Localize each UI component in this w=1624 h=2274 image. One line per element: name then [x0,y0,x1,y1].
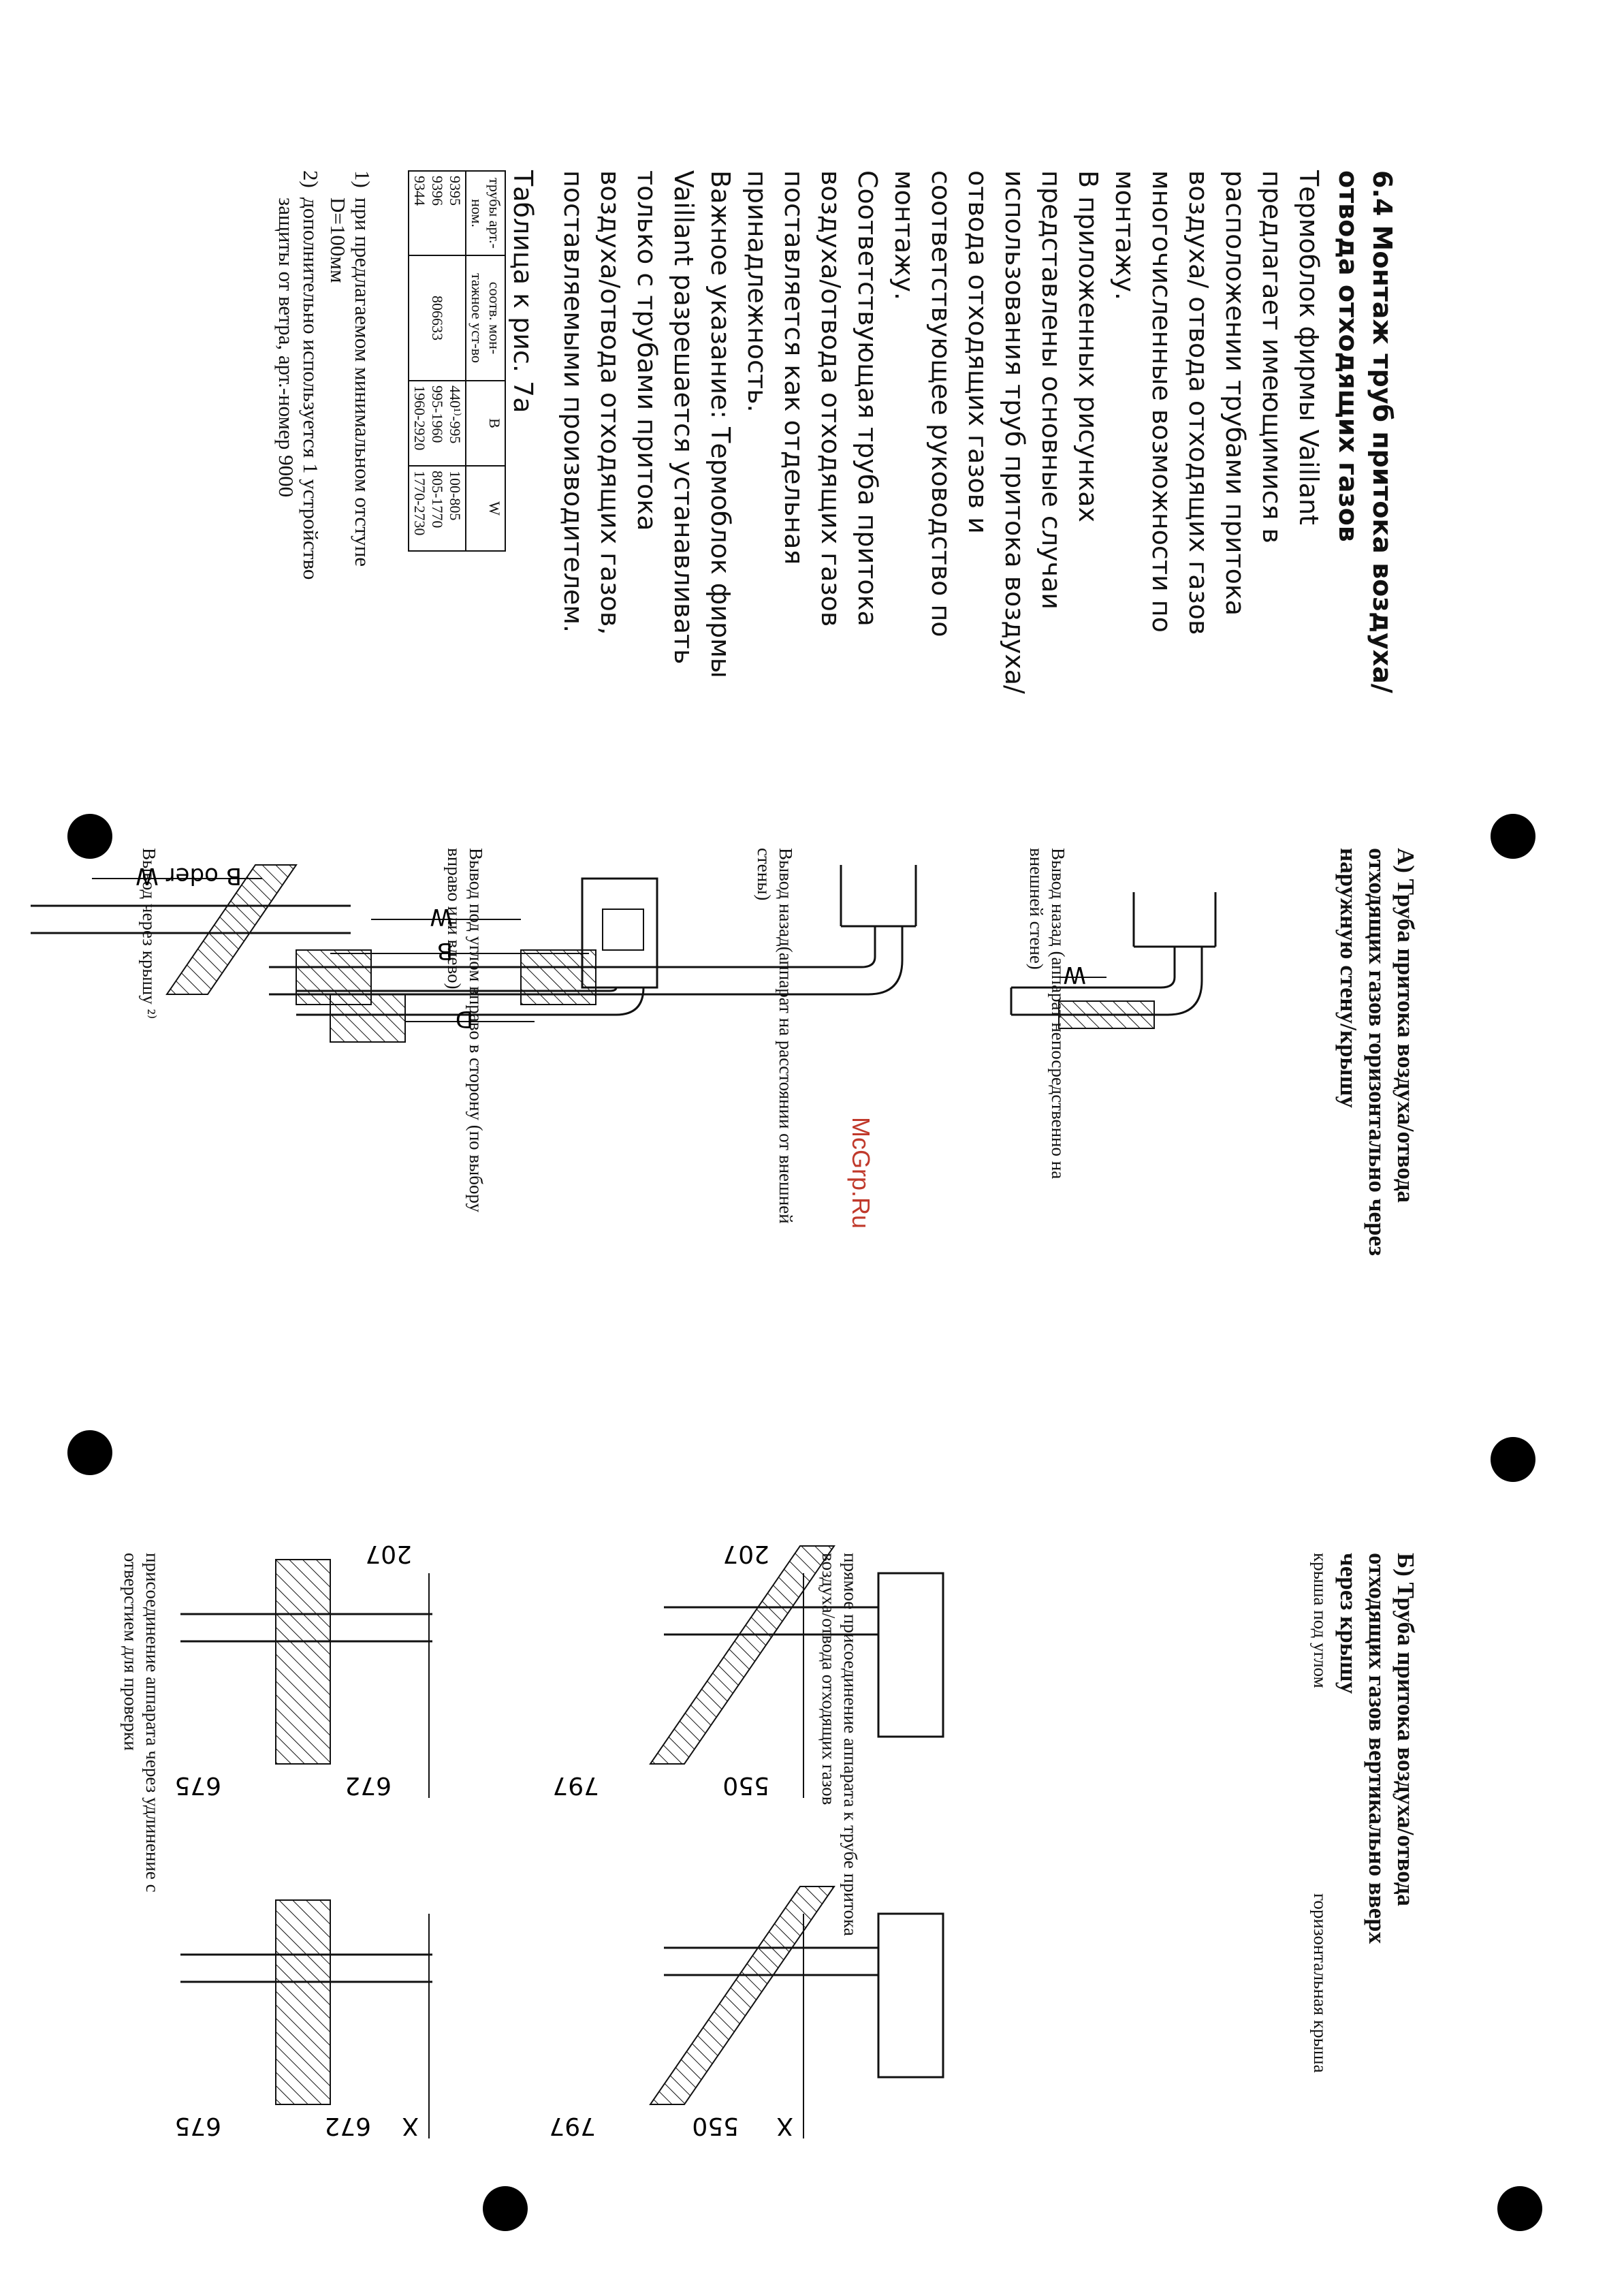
table-header: соотв. мон-тажное уст-во [466,255,505,381]
w-range: 1770-2730 [411,471,428,536]
body-line: отвода отходящих газов и [963,170,993,534]
body-line: расположении трубами притока [1220,170,1250,616]
body-line: воздуха/отвода отходящих газов, [595,170,625,635]
dim-207b: 207 [365,1540,412,1568]
footnote-line: D=100мм [326,198,350,283]
article-number: 9344 [411,176,428,206]
dim-207: 207 [722,1540,769,1568]
intro-body: Термоблок фирмы Vaillant предлагает имею… [555,170,1327,770]
table-title: Таблица к рис. 7a [508,170,538,413]
table-cell: 100-805 805-1770 1770-2730 [409,466,466,551]
body-line: принадлежность. [742,170,772,413]
body-line: только с трубами притока [632,170,662,531]
body-line: Термоблок фирмы Vaillant [1294,170,1324,525]
section-heading: 6.4 Монтаж труб притока воздуха/ отвода … [1331,170,1399,783]
body-line: воздуха/ отвода отходящих газов [1183,170,1213,635]
dim-797: 797 [552,1771,599,1799]
diagram-a2-rear-outlet-distance: W [269,865,917,1005]
dim-550: 550 [722,1771,769,1799]
b-range: 1960-2920 [411,385,428,451]
diagram-a3-side-outlet: D B [296,877,658,1043]
body-line: монтажу. [1110,170,1140,300]
body-line: Соответствующая труба притока [853,170,882,627]
body-line: В приложенных рисунках [1073,170,1103,522]
dim-672: 672 [345,1771,392,1799]
punch-hole [67,814,112,859]
dim-label-d: D [456,1005,473,1032]
table-header: W [466,466,505,551]
diagram-b-direct-flat: 207 672 675 [174,1540,432,1799]
diagram-b-direct-angled: 207 550 797 [552,1540,944,1799]
table-header: B [466,381,505,466]
body-line: многочисленные возможности по [1147,170,1177,633]
footnotes: 1) при предлагаемом минимальном отступе … [274,170,375,756]
punch-hole [483,2186,528,2231]
table-header-row: трубы арт.- ном. соотв. мон-тажное уст-в… [466,171,505,551]
footnote: 2) дополнительно используется 1 устройст… [274,170,323,756]
dim-797b: 797 [549,2112,596,2140]
dim-x2: X [402,2112,419,2140]
diagram-b-extension-angled: X 550 797 [549,1886,944,2140]
body-line: предлагает имеющимися в [1257,170,1287,543]
b-range: 995-1960 [429,385,446,443]
article-number: 9396 [429,176,446,206]
heading-line: отвода отходящих газов [1333,170,1363,542]
dim-label-w2: W [430,903,453,930]
punch-hole [1491,1437,1535,1482]
dim-label-w: W [1063,961,1086,988]
footnote-number: 2) [299,170,323,188]
dim-label-b: B [437,937,453,964]
article-number: 9395 [447,176,464,206]
footnote-line: при предлагаемом минимальном отступе [351,198,375,567]
table-header: трубы арт.- ном. [466,171,505,255]
w-range: 100-805 [447,471,464,521]
pipe-table: трубы арт.- ном. соотв. мон-тажное уст-в… [408,170,506,552]
punch-hole [67,1430,112,1475]
body-line: поставляется как отдельная [779,170,809,565]
dim-label-b-or-w: B oder W [136,862,242,889]
punch-hole [1497,2186,1542,2231]
body-line: монтажу. [889,170,919,300]
dim-675b: 675 [174,2112,221,2140]
table-cell: 806633 [409,255,466,381]
table-row: 9395 9396 9344 806633 440¹⁾-995 995-1960… [409,171,466,551]
footnote-number: 1) [351,170,375,188]
mounting-device-number: 806633 [429,296,446,341]
footnote-line: защиты от ветра, арт.-номер 9000 [274,198,298,498]
dim-675: 675 [174,1771,221,1799]
dim-x: X [776,2112,793,2140]
body-line: Vaillant разрешается устанавливать [669,170,699,665]
footnote: 1) при предлагаемом минимальном отступе … [325,170,375,756]
footnote-line: дополнительно используется 1 устройство [299,198,323,580]
body-line: использования труб притока воздуха/ [1000,170,1030,694]
body-line: представлены основные случаи [1036,170,1066,610]
watermark: McGrp.Ru [847,1117,875,1229]
heading-line: 6.4 Монтаж труб притока воздуха/ [1367,170,1397,693]
body-line: воздуха/отвода отходящих газов [816,170,846,627]
dim-672b: 672 [324,2112,371,2140]
section-b-diagrams: 207 550 797 207 672 675 X 550 797 [174,1540,944,2140]
punch-hole [1491,814,1535,859]
diagram-a4-roof-outlet: B oder W [31,862,351,995]
section-a-diagrams: W W D B [31,862,1217,1043]
body-line: поставляемыми производителем. [558,170,588,633]
body-line: Важное указание: Термоблок фирмы [705,170,735,678]
diagram-a1-rear-outlet-wall: W [1010,892,1217,1029]
dim-550b: 550 [692,2112,739,2140]
b-range: 440¹⁾-995 [447,385,464,444]
w-range: 805-1770 [429,471,446,528]
table-cell: 9395 9396 9344 [409,171,466,255]
table-cell: 440¹⁾-995 995-1960 1960-2920 [409,381,466,466]
diagram-b-extension-flat: X 672 675 [174,1899,432,2140]
body-line: соответствующее руководство по [926,170,956,637]
